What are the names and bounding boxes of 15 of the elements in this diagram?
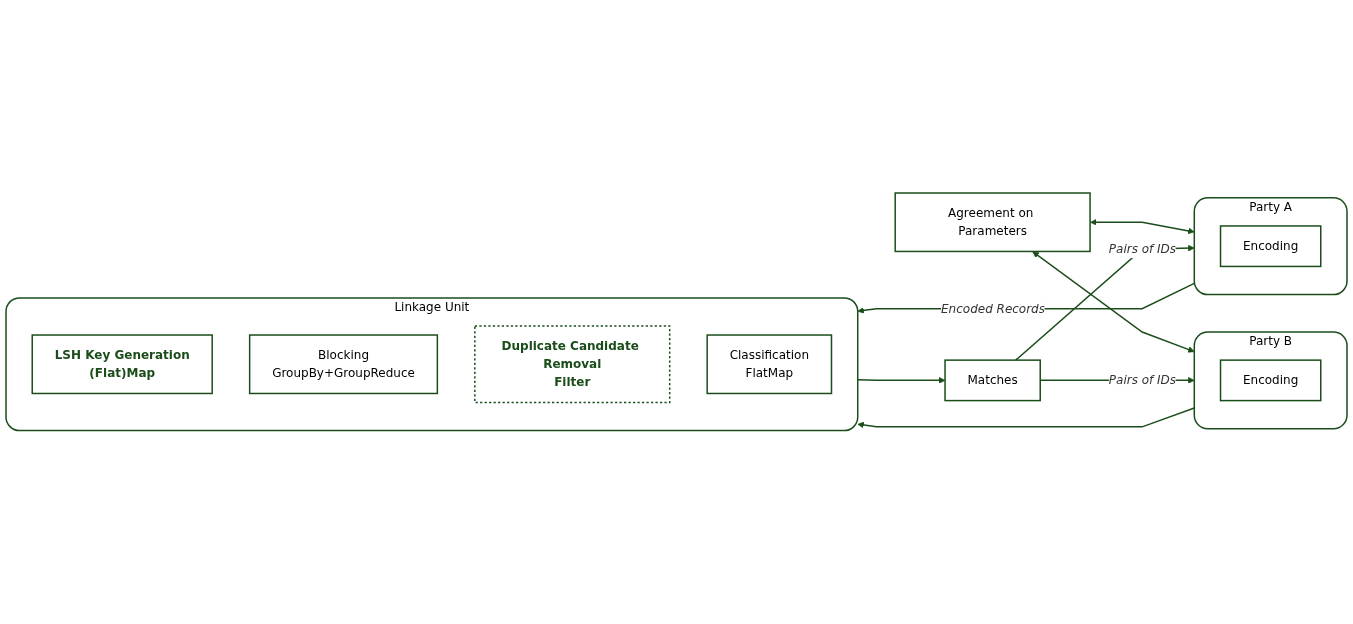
edge-label: Pairs of IDs (1108, 373, 1177, 388)
arrow (1014, 245, 1195, 362)
edge-label: Pairs of IDs (1108, 241, 1177, 257)
edge-label: Encoded Records (941, 301, 1045, 316)
arrow (1032, 251, 1195, 353)
node-box: Agreement on Parameters (894, 192, 1091, 253)
node-box: Encoding (1219, 225, 1322, 268)
node-box: Encoding (1219, 359, 1322, 402)
arrow (1090, 219, 1195, 235)
arrow (857, 377, 946, 384)
node-box: Duplicate Candidate Removal Filter (474, 325, 671, 404)
node-box: Blocking GroupBy+GroupReduce (248, 334, 439, 395)
node-box: Matches (944, 359, 1041, 402)
node-box: Classification FlatMap (706, 334, 833, 395)
node-box: LSH Key Generation (Flat)Map (31, 334, 213, 395)
